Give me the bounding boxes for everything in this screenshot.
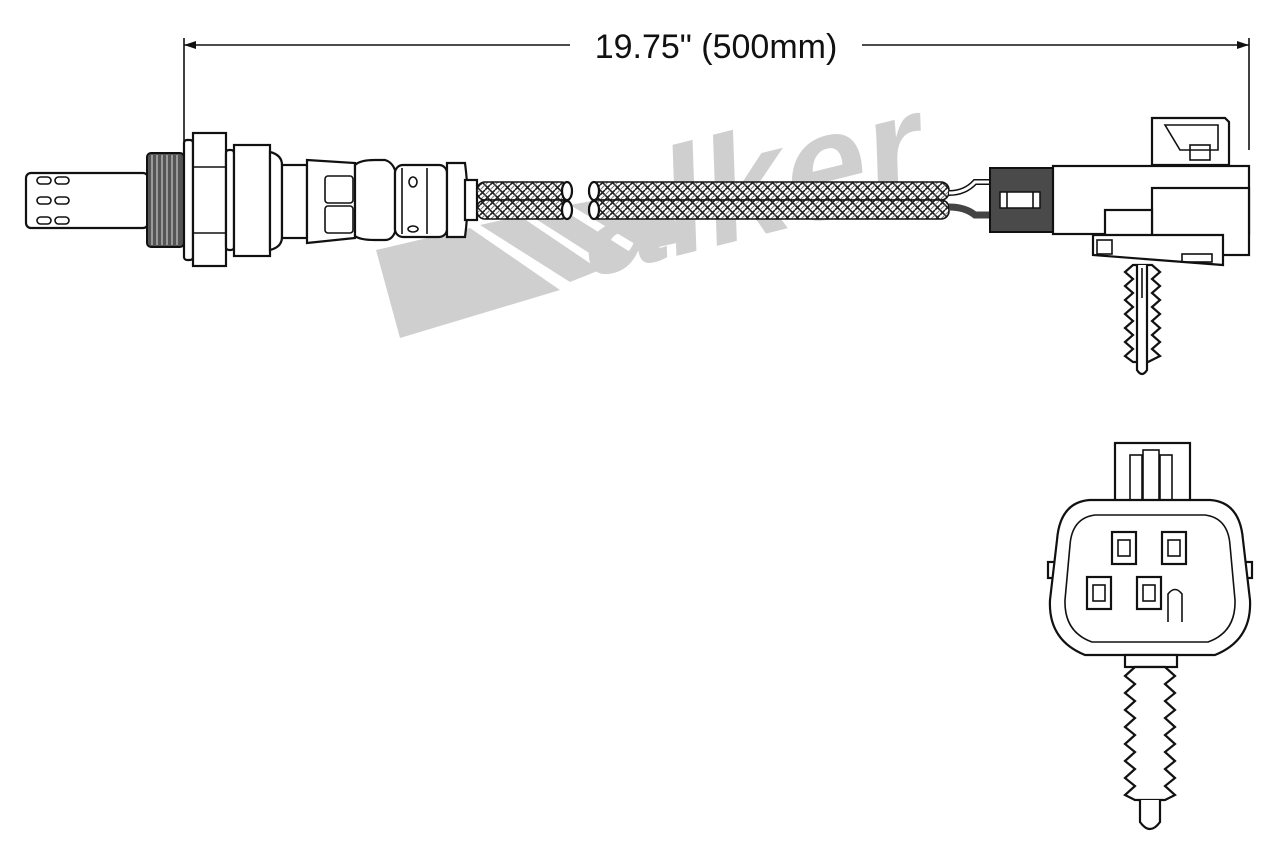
- terminal-pins: [1085, 530, 1188, 622]
- connector-side-view: [989, 116, 1251, 376]
- sensor-crimp-body: [305, 158, 479, 245]
- fir-tree-clip-side: [1123, 263, 1162, 376]
- connector-end-view: [1046, 441, 1254, 831]
- fir-tree-clip-end: [1123, 665, 1177, 831]
- dimension-label: 19.75" (500mm): [595, 28, 838, 66]
- lead-wires: [948, 179, 990, 219]
- sensor-thread: [146, 152, 185, 248]
- sensor-hex-nut: [182, 131, 309, 268]
- sensor-probe: [24, 171, 150, 230]
- braided-cable: [476, 180, 950, 221]
- dimension-line: [183, 38, 1250, 150]
